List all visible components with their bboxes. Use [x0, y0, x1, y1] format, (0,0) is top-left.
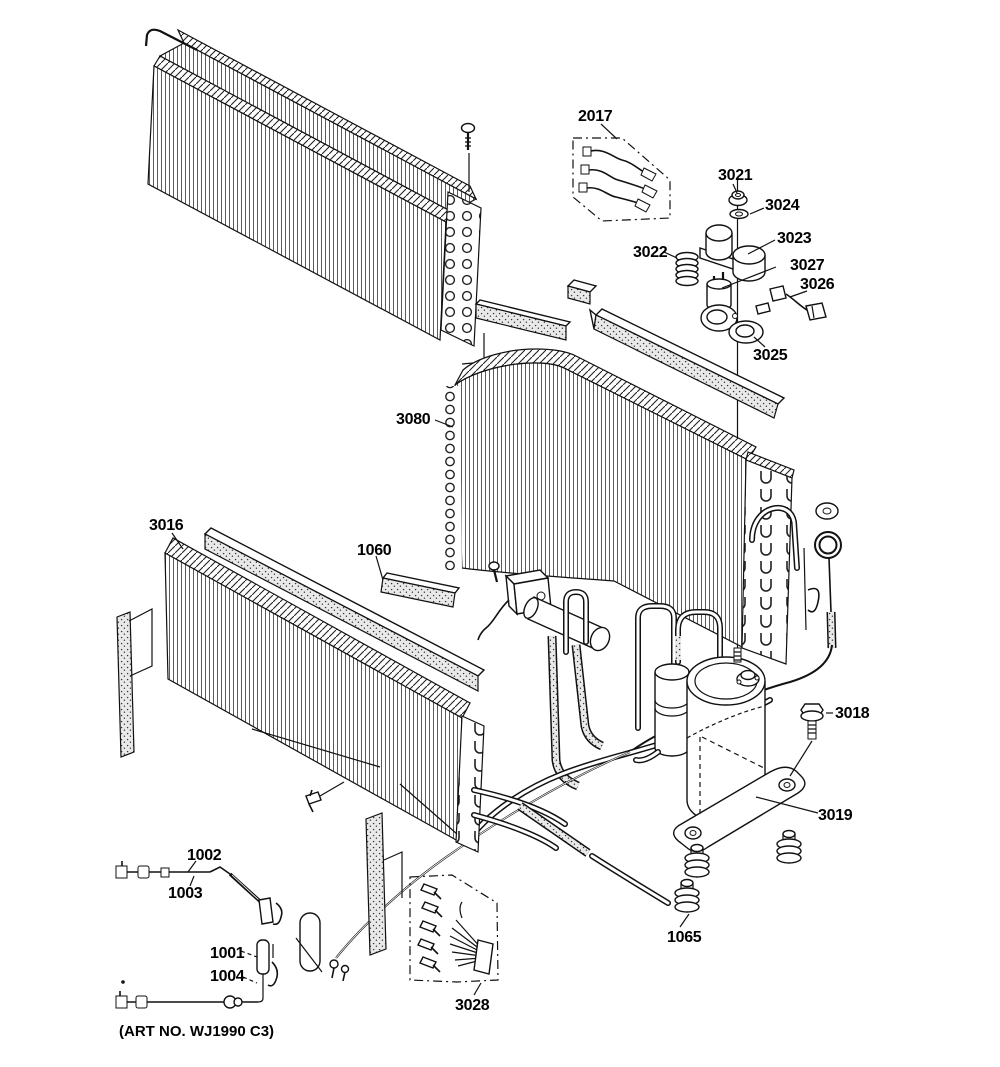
- part-label-3025: 3025: [753, 347, 788, 364]
- condenser-coil-top: [144, 28, 482, 347]
- part-label-3028: 3028: [455, 997, 490, 1014]
- tube-clamp-parts: [295, 912, 350, 982]
- part-label-1002: 1002: [187, 847, 222, 864]
- part-label-3024: 3024: [765, 197, 800, 214]
- part-label-1060: 1060: [357, 542, 392, 559]
- part-label-3027: 3027: [790, 257, 825, 274]
- part-label-3021: 3021: [718, 167, 753, 184]
- part-label-3023: 3023: [777, 230, 812, 247]
- part-label-3022: 3022: [633, 244, 668, 261]
- part-label-3019: 3019: [818, 807, 853, 824]
- coil-3016: [116, 527, 671, 956]
- screw-top: [460, 122, 476, 192]
- part-label-1001: 1001: [210, 945, 245, 962]
- mounting-plate-3019: [673, 766, 806, 853]
- spring-3022: [675, 251, 699, 287]
- part-label-1003: 1003: [168, 885, 203, 902]
- bracket-3025: [700, 302, 771, 344]
- condenser-end-plate: [741, 451, 800, 665]
- wire-harness-box-3028: [409, 874, 499, 983]
- part-label-3018: 3018: [835, 705, 870, 722]
- art-number: (ART NO. WJ1990 C3): [119, 1023, 274, 1040]
- part-label-3026: 3026: [800, 276, 835, 293]
- part-label-1004: 1004: [210, 968, 245, 985]
- leader-lines: [171, 123, 833, 996]
- fastener-clip: [305, 789, 322, 813]
- tubing-assembly: [335, 561, 773, 959]
- bottom-gasket-strip: [365, 812, 403, 956]
- part-labels: 2017 3021 3024 3023 3022 3027 3026 3025 …: [119, 108, 870, 1040]
- part-label-1065: 1065: [667, 929, 702, 946]
- jumper-wire-3026: [769, 285, 827, 321]
- thermistor-upper: [115, 861, 283, 926]
- evaporator-coil-3080: [440, 348, 842, 753]
- relay-3023: [699, 224, 766, 282]
- thermistor-lower: [115, 939, 279, 1009]
- part-label-3080: 3080: [396, 411, 431, 428]
- washer-3024: [729, 208, 749, 220]
- wire-harness-box-2017: [572, 137, 671, 222]
- accumulator: [633, 663, 690, 764]
- gasket-strips-upper: [461, 279, 786, 419]
- part-label-3016: 3016: [149, 517, 184, 534]
- part-label-2017: 2017: [578, 108, 613, 125]
- nut-3021: [728, 190, 748, 207]
- side-gasket-strip: [116, 608, 153, 758]
- compressor-assembly: [633, 647, 824, 913]
- bolt-3018: [789, 703, 824, 777]
- gasket-strip-1060: [380, 572, 461, 608]
